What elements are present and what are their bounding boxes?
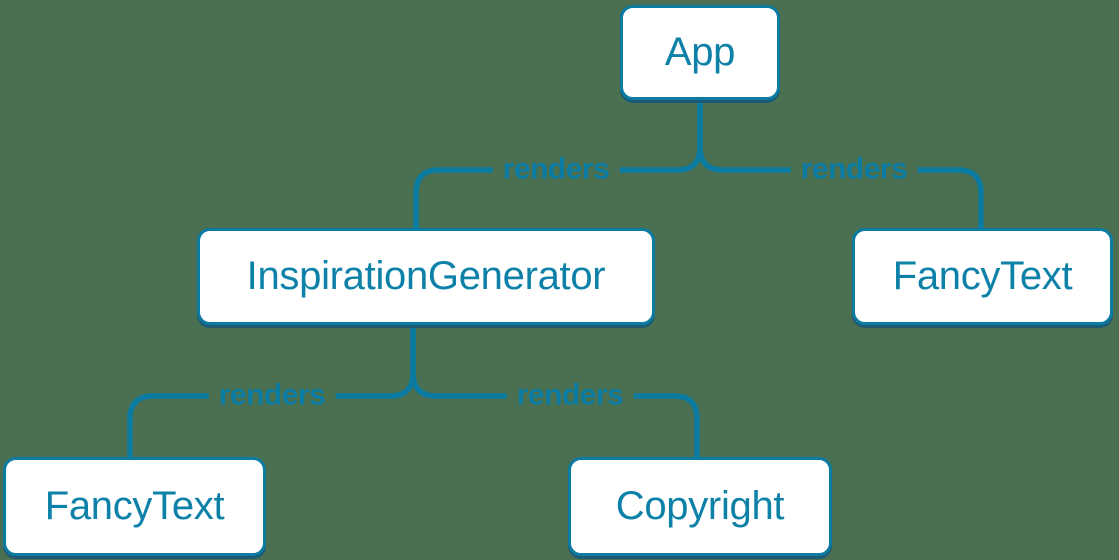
node-fancy-text: FancyText <box>3 457 266 556</box>
node-copyright: Copyright <box>568 457 832 556</box>
node-inspiration-generator: InspirationGenerator <box>197 228 655 325</box>
edge-label-renders: renders <box>492 152 620 187</box>
edge-label-renders: renders <box>790 152 918 187</box>
node-fancy-text: FancyText <box>852 228 1113 325</box>
edge-label-renders: renders <box>506 378 634 413</box>
edge-label-renders: renders <box>208 378 336 413</box>
node-app: App <box>620 5 780 100</box>
